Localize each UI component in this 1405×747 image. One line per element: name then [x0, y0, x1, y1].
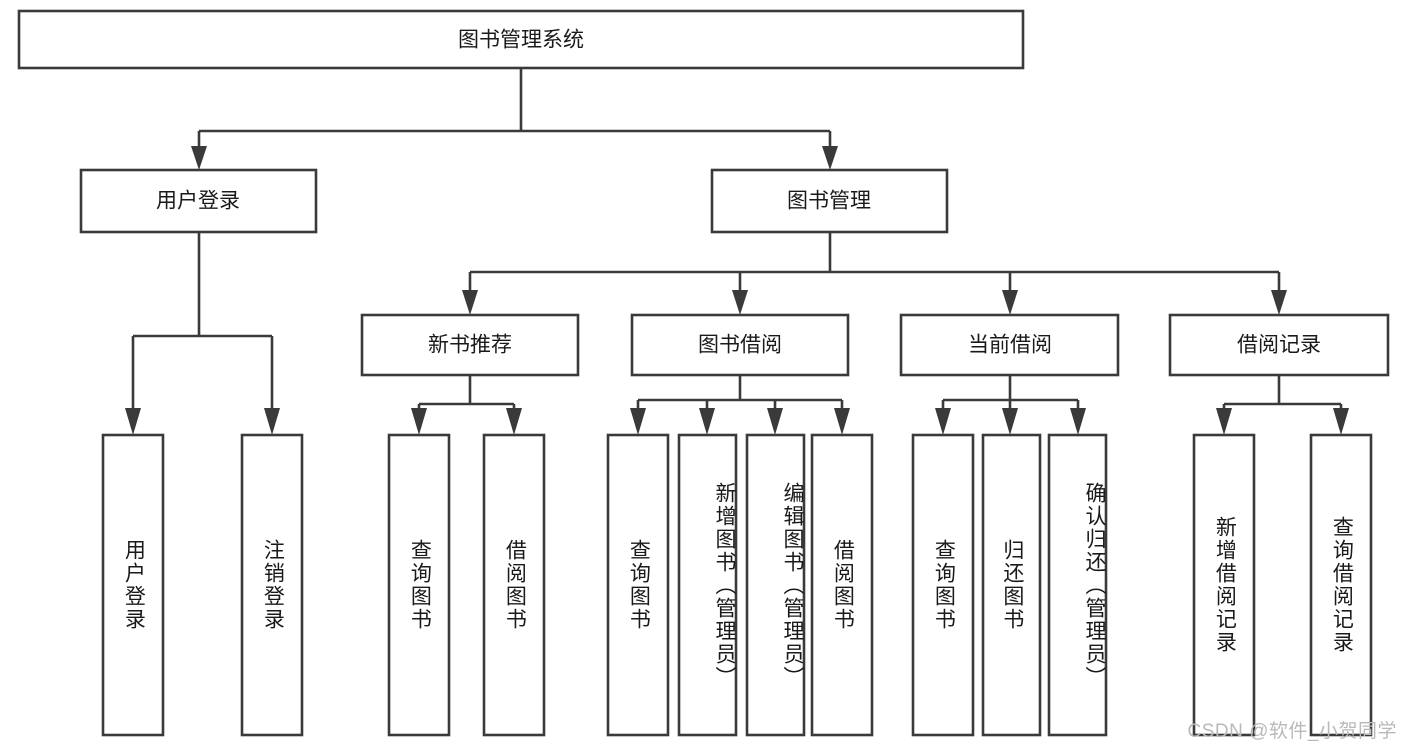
arrow-head-leaf-bb-edit [767, 408, 783, 435]
arrow-head-leaf-nb-query [411, 408, 427, 435]
node-user-login-label: 用户登录 [156, 190, 240, 213]
node-book-management-label: 图书管理 [787, 190, 871, 213]
node-book-management[interactable] [710, 168, 949, 234]
node-leaf-cb-confirm-return[interactable] [1047, 433, 1108, 737]
arrow-head-leaf-logout [264, 408, 280, 435]
arrow-head-leaf-user-login [125, 408, 141, 435]
arrow-head-leaf-bb-borrow [834, 408, 850, 435]
node-leaf-bb-query-book[interactable] [606, 433, 670, 737]
node-leaf-bb-borrow-book[interactable] [810, 433, 874, 737]
node-root-book-management-system[interactable] [17, 9, 1025, 70]
node-root-label: 图书管理系统 [458, 29, 584, 52]
node-leaf-bb-edit-book[interactable] [745, 433, 806, 737]
node-leaf-nb-query-book[interactable] [387, 433, 451, 737]
node-leaf-br-add-record[interactable] [1192, 433, 1256, 737]
arrow-head-leaf-cb-confirm [1070, 408, 1086, 435]
arrow-head-leaf-bb-add [699, 408, 715, 435]
node-leaf-cb-return-book[interactable] [981, 433, 1042, 737]
arrow-head-book-mgmt [822, 146, 838, 170]
arrow-head-leaf-cb-query [935, 408, 951, 435]
node-layer: 图书管理系统 用户登录 图书管理 新书推荐 图书借阅 当前借阅 借阅记录 [17, 9, 1390, 737]
node-borrow-record[interactable] [1168, 313, 1390, 377]
node-borrow-record-label: 借阅记录 [1237, 334, 1321, 357]
node-leaf-br-query-record[interactable] [1309, 433, 1373, 737]
arrow-head-new-book [462, 290, 478, 315]
node-new-book-recommend-label: 新书推荐 [428, 334, 512, 357]
node-leaf-logout[interactable] [240, 433, 304, 737]
node-leaf-cb-query-book[interactable] [911, 433, 975, 737]
node-leaf-bb-add-book[interactable] [677, 433, 738, 737]
arrow-head-current-borrow [1002, 290, 1018, 315]
connector-layer [125, 68, 1349, 435]
arrow-head-user-login [191, 146, 207, 170]
node-current-borrow[interactable] [899, 313, 1120, 377]
node-leaf-nb-borrow-book[interactable] [482, 433, 546, 737]
arrow-head-leaf-br-query [1333, 408, 1349, 435]
arrow-head-leaf-nb-borrow [506, 408, 522, 435]
node-user-login[interactable] [79, 168, 318, 234]
node-leaf-user-login[interactable] [101, 433, 165, 737]
node-new-book-recommend[interactable] [360, 313, 580, 377]
arrow-head-book-borrow [732, 290, 748, 315]
node-book-borrow-label: 图书借阅 [698, 334, 782, 357]
node-book-borrow[interactable] [630, 313, 850, 377]
arrow-head-leaf-cb-return [1002, 408, 1018, 435]
arrow-head-leaf-br-add [1216, 408, 1232, 435]
arrow-head-leaf-bb-query [630, 408, 646, 435]
arrow-head-borrow-record [1271, 290, 1287, 315]
node-current-borrow-label: 当前借阅 [968, 334, 1052, 357]
csdn-watermark: CSDN @软件_小贺同学 [1187, 721, 1397, 742]
